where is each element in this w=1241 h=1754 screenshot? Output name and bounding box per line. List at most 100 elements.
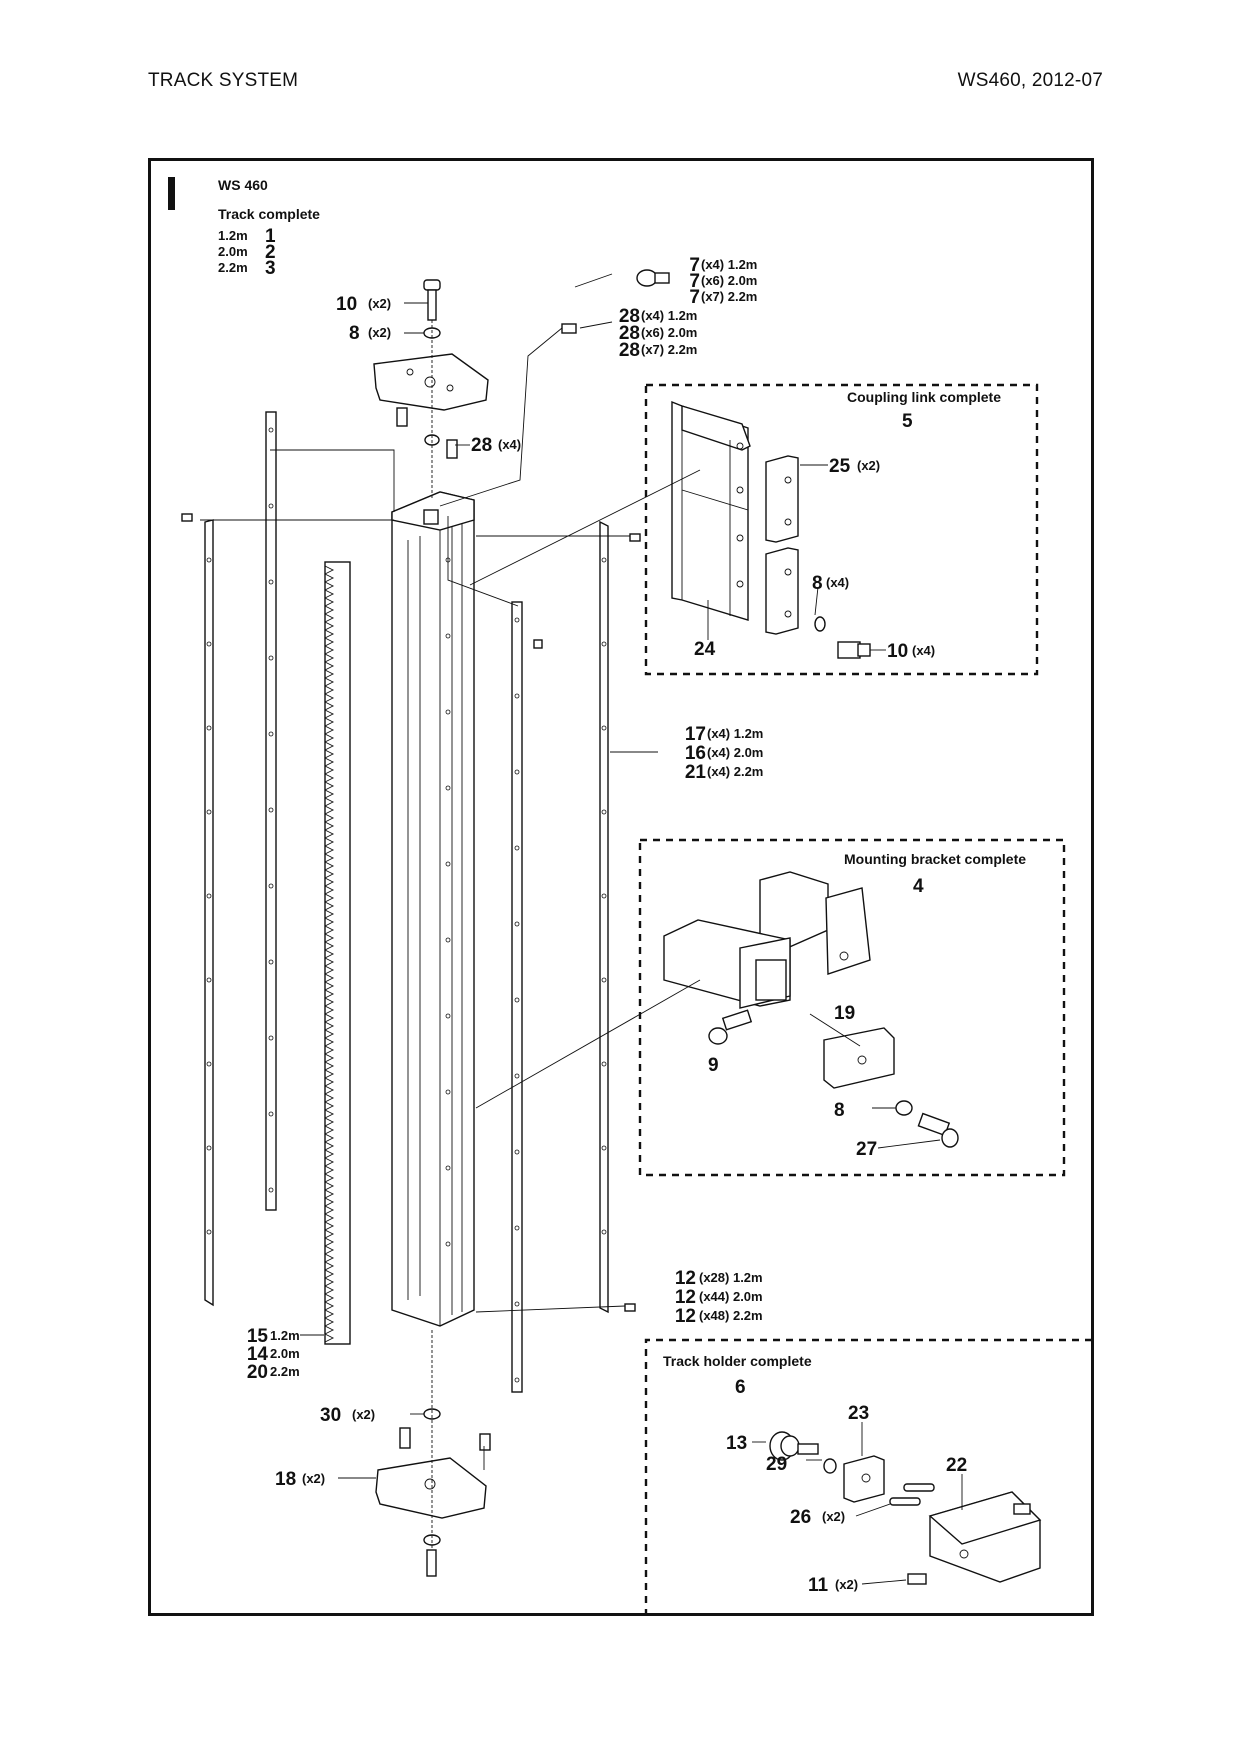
- strip-hole: [206, 557, 212, 563]
- svg-text:(x4) 2.2m: (x4) 2.2m: [707, 764, 763, 779]
- coupling-channel-24: [671, 400, 751, 621]
- svg-text:(x2): (x2): [822, 1509, 845, 1524]
- svg-text:11: 11: [808, 1575, 829, 1596]
- side-strip-left: [204, 519, 214, 1307]
- strip-hole: [514, 1073, 520, 1079]
- callout-10-coupling: 10 (x4): [887, 641, 935, 662]
- strip-hole: [445, 937, 451, 943]
- svg-text:12: 12: [675, 1306, 696, 1327]
- top-bolt: [423, 279, 441, 321]
- callout-26: 26 (x2): [790, 1507, 845, 1528]
- svg-text:10: 10: [887, 641, 908, 662]
- svg-text:(x4): (x4): [826, 575, 849, 590]
- svg-text:8: 8: [812, 573, 823, 594]
- svg-text:14: 14: [247, 1344, 269, 1365]
- svg-text:(x6) 2.0m: (x6) 2.0m: [641, 325, 697, 340]
- strip-hole: [206, 809, 212, 815]
- mounting-bolt-27: [917, 1112, 959, 1148]
- svg-text:(x6) 2.0m: (x6) 2.0m: [701, 273, 757, 288]
- strip-hole: [268, 731, 274, 737]
- bottom-screw-right: [479, 1433, 491, 1451]
- strip-hole: [206, 725, 212, 731]
- mounting-title: Mounting bracket complete: [844, 851, 1026, 867]
- track-profile: [391, 491, 475, 1327]
- callout-24: 24: [694, 639, 716, 660]
- callout-15-group: 15 1.2m 14 2.0m 20 2.2m: [247, 1326, 300, 1383]
- callout-10-top: 10 (x2): [336, 294, 391, 315]
- svg-text:10: 10: [336, 294, 357, 315]
- svg-text:(x4) 1.2m: (x4) 1.2m: [707, 726, 763, 741]
- callout-8-mounting: 8: [834, 1100, 845, 1121]
- mounting-bracket-box: [638, 838, 1066, 1177]
- bottom-side-screw: [624, 1303, 636, 1312]
- page-header-model-date: WS460, 2012-07: [957, 70, 1103, 91]
- strip-hole: [445, 709, 451, 715]
- strip-hole: [206, 977, 212, 983]
- svg-text:12: 12: [675, 1268, 696, 1289]
- holder-screw-11: [907, 1573, 927, 1585]
- mounting-number: 4: [913, 876, 924, 897]
- coupling-plate-25b: [765, 547, 799, 635]
- svg-text:(x28) 1.2m: (x28) 1.2m: [699, 1270, 763, 1285]
- coupling-bolt-7: [636, 269, 670, 287]
- bottom-bolt: [426, 1549, 437, 1577]
- side-strip-right-far: [599, 520, 609, 1314]
- track-len: 1.2m: [218, 228, 248, 243]
- strip-hole: [514, 617, 520, 623]
- strip-hole: [445, 1089, 451, 1095]
- section-mark-bar: [168, 177, 175, 210]
- mounting-bracket-body: [663, 871, 871, 1009]
- holder-title: Track holder complete: [663, 1353, 812, 1369]
- strip-hole: [514, 921, 520, 927]
- svg-text:18: 18: [275, 1469, 296, 1490]
- strip-hole: [206, 1061, 212, 1067]
- page-header-title: TRACK SYSTEM: [148, 70, 299, 91]
- svg-text:15: 15: [247, 1326, 269, 1347]
- svg-text:8: 8: [349, 323, 360, 344]
- strip-hole: [268, 883, 274, 889]
- strip-hole: [268, 427, 274, 433]
- svg-text:(x48) 2.2m: (x48) 2.2m: [699, 1308, 763, 1323]
- holder-number: 6: [735, 1377, 746, 1398]
- callout-23: 23: [848, 1403, 869, 1424]
- leader-lines: [200, 273, 963, 1585]
- strip-hole: [514, 845, 520, 851]
- svg-text:30: 30: [320, 1405, 341, 1426]
- strip-hole: [445, 1013, 451, 1019]
- coupling-washer: [814, 616, 826, 632]
- strip-hole: [601, 1145, 607, 1151]
- svg-text:(x2): (x2): [302, 1471, 325, 1486]
- track-variants: 1.2m 1 2.0m 2 2.2m 3: [218, 226, 276, 279]
- coupling-screw-28: [561, 323, 577, 334]
- callout-25: 25 (x2): [829, 456, 880, 477]
- svg-text:(x2): (x2): [368, 325, 391, 340]
- callout-18: 18 (x2): [275, 1469, 325, 1490]
- svg-text:(x4) 1.2m: (x4) 1.2m: [641, 308, 697, 323]
- strip-hole: [601, 1061, 607, 1067]
- strip-hole: [268, 807, 274, 813]
- top-end-plate: [373, 353, 489, 411]
- svg-text:21: 21: [685, 762, 707, 783]
- svg-text:26: 26: [790, 1507, 811, 1528]
- coupling-link-box: [644, 383, 1039, 676]
- strip-hole: [514, 1225, 520, 1231]
- strip-hole: [268, 655, 274, 661]
- coupling-title: Coupling link complete: [847, 389, 1001, 405]
- svg-text:28: 28: [619, 340, 640, 361]
- track-num: 2: [265, 242, 276, 263]
- svg-text:7: 7: [689, 287, 700, 308]
- model-label: WS 460: [218, 177, 268, 193]
- svg-text:1.2m: 1.2m: [270, 1328, 300, 1343]
- callout-17-group: 17 (x4) 1.2m 16 (x4) 2.0m 21 (x4) 2.2m: [685, 724, 764, 783]
- callout-9: 9: [708, 1055, 719, 1076]
- svg-text:(x44) 2.0m: (x44) 2.0m: [699, 1289, 763, 1304]
- svg-text:(x2): (x2): [352, 1407, 375, 1422]
- strip-hole: [268, 503, 274, 509]
- strip-hole: [445, 861, 451, 867]
- strip-hole: [268, 1035, 274, 1041]
- holder-pins-26: [889, 1483, 935, 1506]
- callout-12-group: 12 (x28) 1.2m 12 (x44) 2.0m 12 (x48) 2.2…: [675, 1268, 763, 1327]
- svg-text:28: 28: [619, 323, 640, 344]
- svg-text:25: 25: [829, 456, 851, 477]
